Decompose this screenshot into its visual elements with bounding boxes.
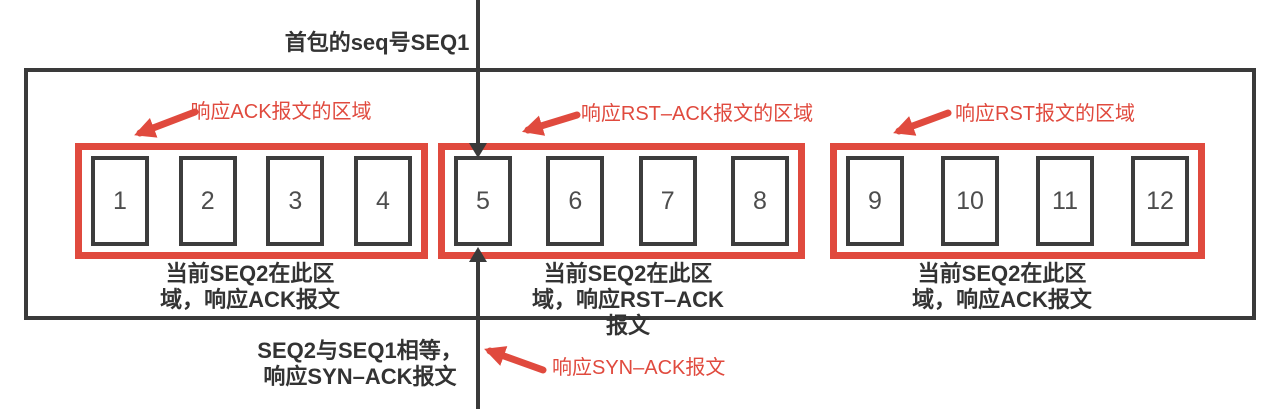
first-packet-seq-label: 首包的seq号SEQ1 bbox=[284, 30, 470, 55]
region-label-rst: 响应RST报文的区域 bbox=[955, 103, 1135, 125]
seq-cell: 9 bbox=[846, 156, 904, 246]
region-box-ack: 1 2 3 4 bbox=[75, 143, 428, 259]
syn-ack-response-label: 响应SYN–ACK报文 bbox=[552, 357, 726, 379]
seq-cell: 4 bbox=[353, 156, 412, 246]
outer-boundary-rect bbox=[24, 68, 1256, 320]
seq-cell: 5 bbox=[454, 156, 512, 246]
seq-cell: 11 bbox=[1036, 156, 1094, 246]
caption-rst-ack-region: 当前SEQ2在此区 域，响应RST–ACK 报文 bbox=[532, 261, 724, 338]
region-label-rst-ack: 响应RST–ACK报文的区域 bbox=[580, 103, 814, 125]
seq-cell: 8 bbox=[730, 156, 789, 246]
caption-ack-region: 当前SEQ2在此区 域，响应ACK报文 bbox=[160, 261, 340, 312]
seq-cell: 10 bbox=[941, 156, 999, 246]
region-box-rst-ack: 5 6 7 8 bbox=[438, 143, 805, 259]
seq-cell: 2 bbox=[178, 156, 237, 246]
seq-cell: 6 bbox=[546, 156, 605, 246]
seq-cell: 1 bbox=[91, 156, 149, 246]
seq-cell: 12 bbox=[1131, 156, 1189, 246]
region-box-rst: 9 10 11 12 bbox=[830, 143, 1205, 259]
caption-rst-region: 当前SEQ2在此区 域，响应ACK报文 bbox=[912, 261, 1092, 312]
region-label-ack: 响应ACK报文的区域 bbox=[190, 101, 372, 123]
seq-equal-note: SEQ2与SEQ1相等， 响应SYN–ACK报文 bbox=[257, 338, 463, 389]
arrow-to-syn-ack-point bbox=[484, 346, 547, 374]
seq-cell: 7 bbox=[638, 156, 697, 246]
seq-cell: 3 bbox=[266, 156, 325, 246]
